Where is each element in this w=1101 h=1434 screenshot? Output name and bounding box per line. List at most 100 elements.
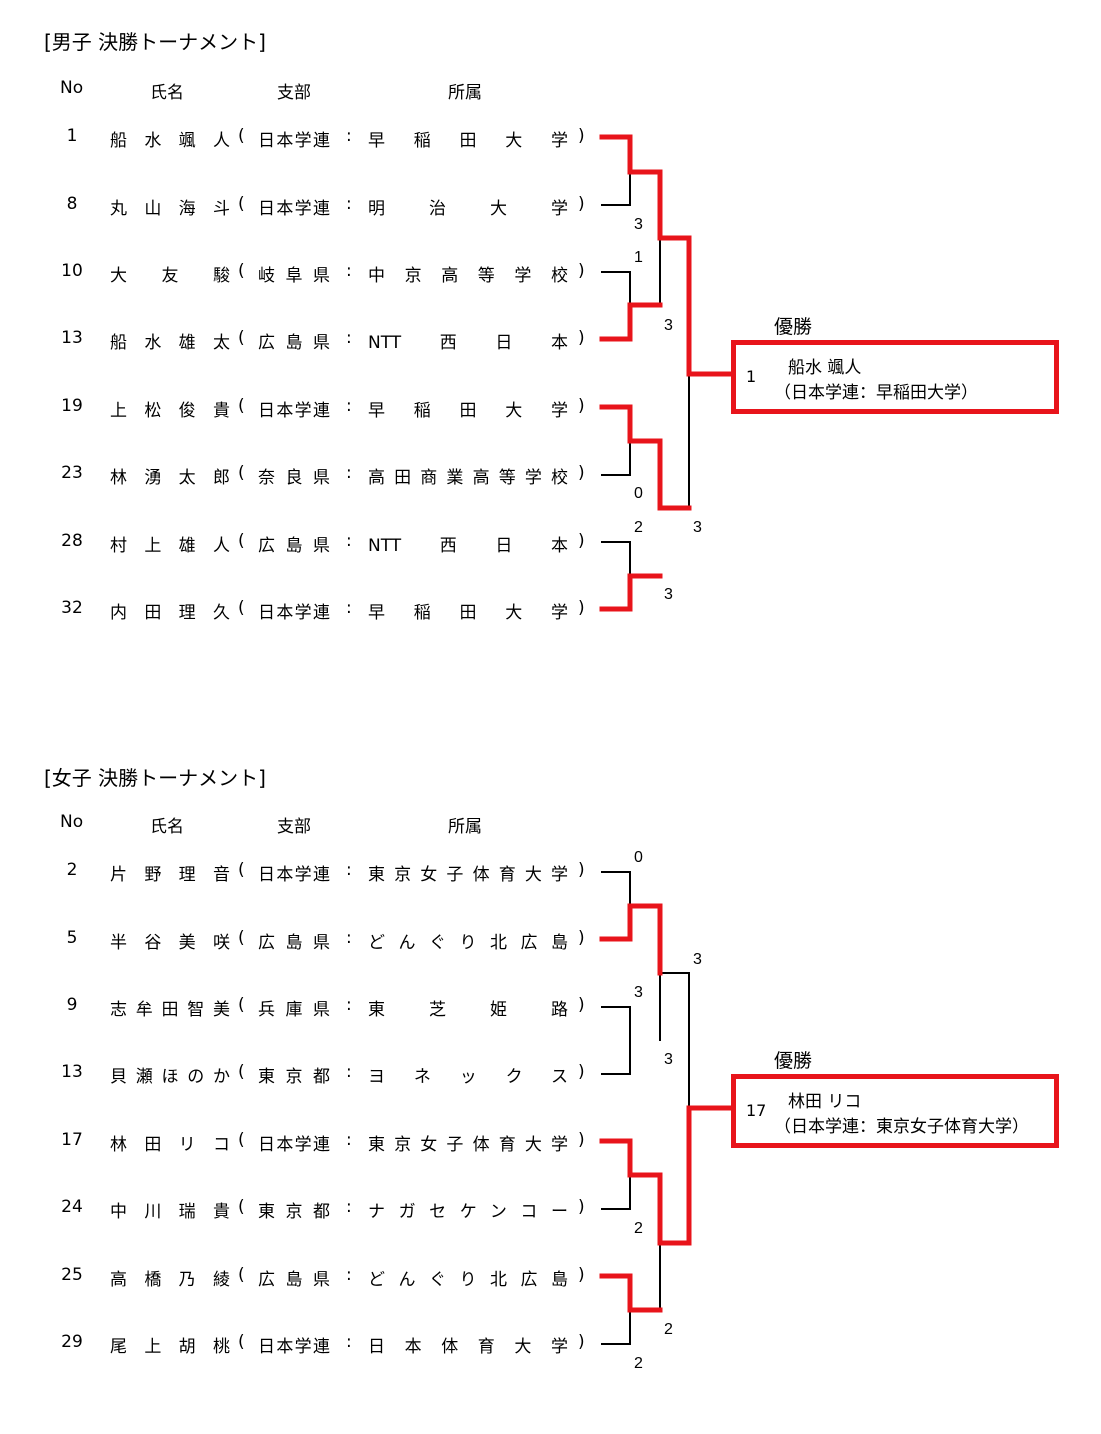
player-affiliation: 日本体育大学 [368, 1337, 568, 1357]
header-branch: 支部 [277, 83, 311, 103]
paren-close: ) [578, 328, 585, 348]
header-name: 氏名 [150, 817, 184, 837]
paren-close: ) [578, 1197, 585, 1217]
player-branch: 日本学連 [258, 1135, 330, 1155]
colon: : [346, 1130, 352, 1150]
player-affiliation: NTT西日本 [368, 333, 568, 353]
player-name: 上松俊貴 [110, 401, 230, 421]
men-title: [男子 決勝トーナメント] [44, 30, 266, 54]
men-section: [男子 決勝トーナメント] No 氏名 支部 所属 1 船水颯人 ( 日本学連: 早稲田… [0, 0, 1101, 700]
score-label: 3 [634, 984, 643, 1001]
paren-open: ( [238, 928, 245, 948]
colon: : [346, 261, 352, 281]
player-number: 5 [66, 928, 78, 948]
player-name: 林田リコ [110, 1135, 230, 1155]
paren-close: ) [578, 1062, 585, 1082]
bracket-line [601, 171, 631, 206]
women-title: [女子 決勝トーナメント] [44, 766, 266, 790]
header-affiliation: 所属 [448, 83, 482, 103]
paren-open: ( [238, 1265, 245, 1285]
colon: : [346, 531, 352, 551]
header-no: No [60, 78, 84, 98]
player-name: 船水颯人 [110, 131, 230, 151]
win-path [599, 1273, 663, 1313]
score-label: 1 [634, 249, 643, 266]
colon: : [346, 194, 352, 214]
player-number: 17 [61, 1130, 83, 1150]
score-label: 2 [634, 519, 643, 536]
champion-box: 17 林田 リコ （日本学連：東京女子体育大学） [731, 1074, 1059, 1148]
win-path [599, 573, 663, 612]
player-affiliation: 早稲田大学 [368, 131, 568, 151]
champion-number: 1 [746, 367, 757, 386]
player-branch: 広島県 [258, 933, 330, 953]
player-number: 13 [61, 328, 83, 348]
player-affiliation: 早稲田大学 [368, 603, 568, 623]
player-name: 貝瀬ほのか [110, 1067, 230, 1087]
bracket-line [601, 1174, 631, 1210]
player-name: 尾上胡桃 [110, 1337, 230, 1357]
score-label: 3 [634, 216, 643, 233]
colon: : [346, 1265, 352, 1285]
paren-close: ) [578, 396, 585, 416]
score-label: 3 [693, 519, 702, 536]
win-path [599, 134, 734, 377]
player-number: 1 [66, 126, 78, 146]
player-affiliation: 東京女子体育大学 [368, 865, 568, 885]
player-number: 29 [61, 1332, 83, 1352]
paren-open: ( [238, 194, 245, 214]
bracket-line [601, 541, 631, 577]
player-affiliation: 東京女子体育大学 [368, 1135, 568, 1155]
player-number: 9 [66, 995, 78, 1015]
header-name: 氏名 [150, 83, 184, 103]
player-name: 船水雄太 [110, 333, 230, 353]
paren-open: ( [238, 598, 245, 618]
player-number: 19 [61, 396, 83, 416]
player-branch: 東京都 [258, 1202, 330, 1222]
bracket-line [601, 1039, 631, 1075]
champion-box: 1 船水 颯人 （日本学連：早稲田大学） [731, 340, 1059, 414]
player-name: 片野理音 [110, 865, 230, 885]
paren-open: ( [238, 995, 245, 1015]
champion-affiliation: （日本学連：東京女子体育大学） [774, 1117, 1029, 1137]
player-number: 10 [61, 261, 83, 281]
paren-open: ( [238, 463, 245, 483]
player-name: 高橋乃綾 [110, 1270, 230, 1290]
header-no: No [60, 812, 84, 832]
score-label: 0 [634, 849, 643, 866]
paren-close: ) [578, 928, 585, 948]
paren-open: ( [238, 126, 245, 146]
paren-close: ) [578, 463, 585, 483]
colon: : [346, 928, 352, 948]
player-branch: 奈良県 [258, 468, 330, 488]
player-name: 丸山海斗 [110, 199, 230, 219]
paren-open: ( [238, 1197, 245, 1217]
score-label: 3 [693, 951, 702, 968]
bracket-line [659, 972, 690, 1109]
bracket-line [601, 440, 631, 476]
player-affiliation: どんぐり北広島 [368, 933, 568, 953]
paren-close: ) [578, 860, 585, 880]
win-path [599, 404, 692, 511]
colon: : [346, 396, 352, 416]
paren-open: ( [238, 860, 245, 880]
colon: : [346, 1197, 352, 1217]
player-affiliation: 明治大学 [368, 199, 568, 219]
score-label: 0 [634, 485, 643, 502]
champion-number: 17 [746, 1101, 767, 1120]
player-branch: 日本学連 [258, 131, 330, 151]
score-label: 2 [664, 1321, 673, 1338]
champion-name: 林田 リコ [788, 1092, 862, 1112]
player-affiliation: どんぐり北広島 [368, 1270, 568, 1290]
player-branch: 広島県 [258, 1270, 330, 1290]
win-path [599, 903, 663, 976]
bracket-line [601, 1006, 631, 1041]
paren-close: ) [578, 995, 585, 1015]
